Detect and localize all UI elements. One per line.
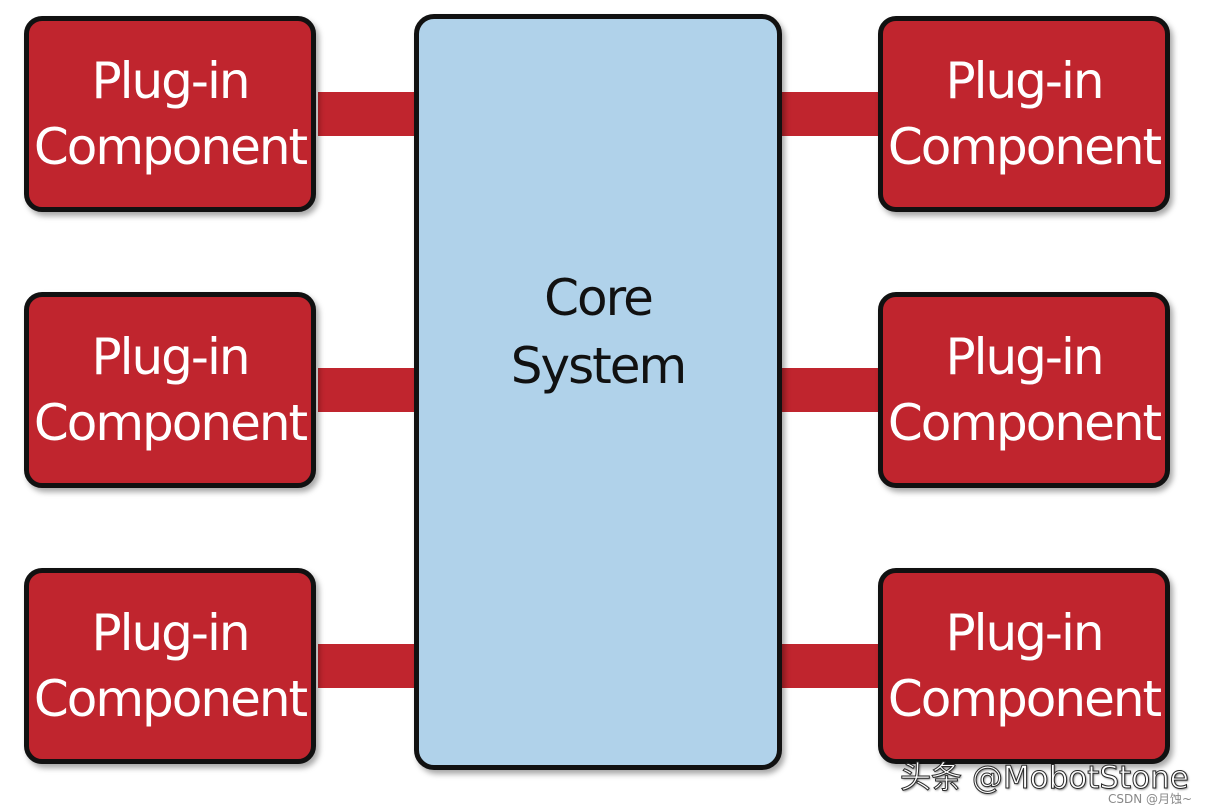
core-label-line2: System: [510, 337, 687, 395]
connector-left-3: [318, 644, 418, 688]
plugin-label-line1: Plug-in: [945, 52, 1104, 110]
plugin-label-line2: Component: [33, 394, 308, 452]
plugin-component-left-2: Plug-in Component: [24, 292, 316, 488]
watermark-text: 头条 @MobotStone: [900, 760, 1190, 797]
plugin-component-left-1: Plug-in Component: [24, 16, 316, 212]
plugin-component-right-3: Plug-in Component: [878, 568, 1170, 764]
plugin-component-right-1: Plug-in Component: [878, 16, 1170, 212]
connector-right-2: [778, 368, 878, 412]
connector-left-2: [318, 368, 418, 412]
plugin-label-line2: Component: [887, 118, 1162, 176]
plugin-label-line2: Component: [887, 670, 1162, 728]
plugin-component-right-2: Plug-in Component: [878, 292, 1170, 488]
plugin-component-left-3: Plug-in Component: [24, 568, 316, 764]
plugin-label-line1: Plug-in: [945, 328, 1104, 386]
plugin-label-line1: Plug-in: [91, 52, 250, 110]
plugin-label-line1: Plug-in: [91, 328, 250, 386]
plugin-label-line1: Plug-in: [91, 604, 250, 662]
core-system: Core System: [414, 14, 782, 770]
plugin-label-line2: Component: [887, 394, 1162, 452]
plugin-label-line2: Component: [33, 118, 308, 176]
core-label-line1: Core: [544, 269, 654, 327]
plugin-label-line2: Component: [33, 670, 308, 728]
connector-right-3: [778, 644, 878, 688]
connector-left-1: [318, 92, 418, 136]
plugin-label-line1: Plug-in: [945, 604, 1104, 662]
connector-right-1: [778, 92, 878, 136]
credit-text: CSDN @月蚀~: [1108, 792, 1193, 806]
